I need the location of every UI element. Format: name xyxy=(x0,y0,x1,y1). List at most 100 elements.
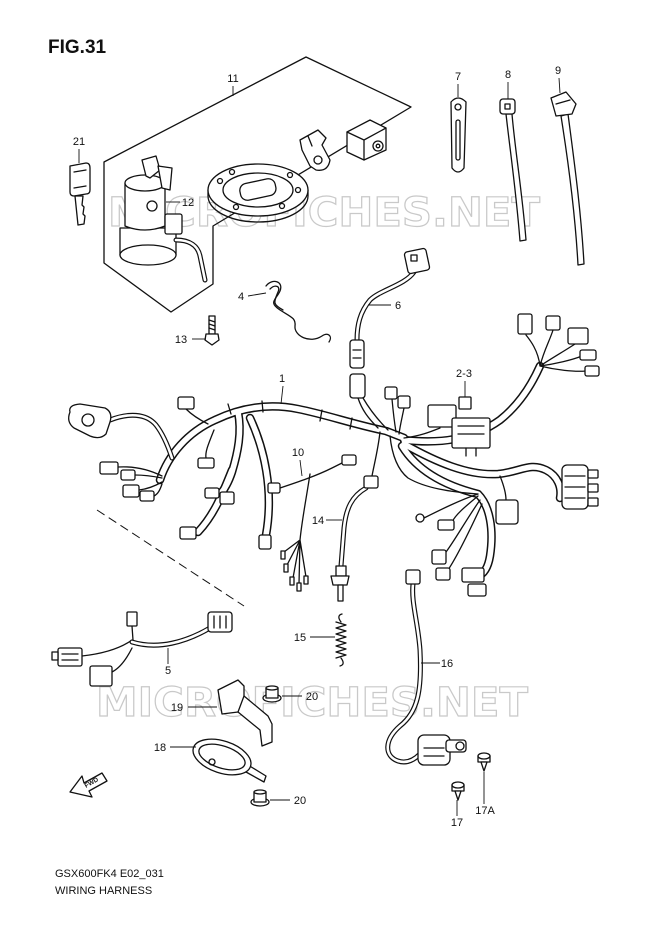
dashed-group-line xyxy=(96,509,245,607)
cluster-wires xyxy=(117,466,163,497)
part-21-key xyxy=(69,162,91,226)
bolt-head-top xyxy=(253,789,267,795)
switch-wire-inner xyxy=(339,486,368,568)
connector-tab xyxy=(51,651,59,661)
switch-lead-wire-inner xyxy=(174,238,207,282)
connector xyxy=(363,475,379,489)
helmet-lock xyxy=(346,119,387,161)
sensor-tip xyxy=(337,584,344,602)
lower-right-wires xyxy=(423,493,483,571)
bolt-thread xyxy=(208,319,216,331)
buzzer-face xyxy=(198,743,246,771)
connector xyxy=(435,567,451,581)
part-13-bolt xyxy=(204,315,220,346)
wires xyxy=(81,625,134,673)
callout-15: 15 xyxy=(294,632,306,644)
bolt-head xyxy=(204,333,220,346)
part-16-switch-cable xyxy=(385,569,467,766)
part-20-bolt-bottom xyxy=(250,789,270,807)
terminal xyxy=(289,576,295,586)
callout-18: 18 xyxy=(154,742,166,754)
cap-inner xyxy=(222,172,294,208)
inserted-key-blade xyxy=(157,165,173,191)
cap-bolt-hole xyxy=(294,186,302,194)
part-20-bolt-top xyxy=(262,685,282,703)
clamp-hole xyxy=(454,103,462,111)
callout-2-3: 2-3 xyxy=(456,368,472,380)
connector xyxy=(267,482,281,494)
wire xyxy=(205,429,215,459)
cap-lock-plate xyxy=(239,178,277,201)
connector xyxy=(179,526,197,540)
connector-detail xyxy=(61,653,79,661)
connector xyxy=(99,461,119,475)
clip-wire-inner xyxy=(269,285,284,311)
connector xyxy=(177,396,195,410)
sub-harness-wire-inner xyxy=(355,270,416,342)
connector xyxy=(579,349,597,361)
connector-ribs xyxy=(564,475,586,499)
connector xyxy=(139,490,155,502)
buzzer-body xyxy=(192,738,252,776)
clip-tie-detail xyxy=(555,99,571,105)
sensor-hex xyxy=(330,575,350,586)
screw-shaft xyxy=(480,761,488,772)
switch-base xyxy=(119,244,177,266)
leader-line-1 xyxy=(280,385,284,405)
switch-detail xyxy=(423,747,445,757)
connector xyxy=(517,313,533,335)
callout-21: 21 xyxy=(73,136,85,148)
lock-keyhole xyxy=(313,155,323,165)
fuse-box xyxy=(427,404,457,428)
connector xyxy=(126,611,138,627)
cable-inner xyxy=(386,582,422,764)
inserted-key-head xyxy=(141,155,161,179)
branch-inner xyxy=(401,363,543,445)
cap-bolt-hole xyxy=(286,171,294,179)
forward-arrow-shape xyxy=(69,772,108,798)
part-5-sub-harness xyxy=(51,509,245,687)
leader-line-9 xyxy=(558,77,561,94)
callout-4: 4 xyxy=(238,291,244,303)
part-9-clip-tie xyxy=(550,91,585,266)
connector-pin xyxy=(410,254,418,262)
diagram-caption: WIRING HARNESS xyxy=(55,885,152,897)
wire xyxy=(279,461,345,489)
callout-1: 1 xyxy=(279,373,285,385)
callout-7: 7 xyxy=(455,71,461,83)
forward-arrow-icon: FWD xyxy=(69,772,108,798)
clamp-slot xyxy=(455,119,461,161)
cap-bolt-hole xyxy=(228,168,236,176)
connector xyxy=(341,454,357,466)
connector xyxy=(120,469,136,481)
part-15-spring xyxy=(335,613,347,667)
part-14-switch-harness xyxy=(330,475,379,602)
bracket-plate xyxy=(217,679,273,747)
trunk-inner xyxy=(157,403,407,483)
terminal xyxy=(280,550,286,560)
part-19-bracket xyxy=(217,679,273,747)
cap-rim xyxy=(207,189,309,223)
part-7-clamp xyxy=(450,97,467,173)
callout-labels: 11 21 12 7 8 9 4 6 13 2-3 1 10 14 15 5 1… xyxy=(73,65,561,829)
branch-inner xyxy=(399,443,495,579)
leader-line-4 xyxy=(247,292,267,297)
branch-inner xyxy=(195,467,235,535)
helmet-lock-keyhole-center xyxy=(375,143,381,149)
key-head-detail xyxy=(73,169,87,189)
wire xyxy=(403,427,441,439)
connector xyxy=(384,386,398,400)
terminal xyxy=(283,563,289,573)
connector xyxy=(467,583,487,597)
fuel-tank-cap xyxy=(207,163,309,223)
callout-10: 10 xyxy=(292,447,304,459)
spring-coil xyxy=(335,621,347,659)
main-wire-inner xyxy=(130,626,212,647)
leader-lines xyxy=(78,77,561,816)
bracket-fold xyxy=(237,695,245,713)
left-branch-wire-inner xyxy=(108,414,174,460)
helmet-lock-keyhole xyxy=(372,140,384,152)
relay-block xyxy=(451,417,491,449)
callout-16: 16 xyxy=(441,658,453,670)
tie-strap xyxy=(505,113,527,242)
